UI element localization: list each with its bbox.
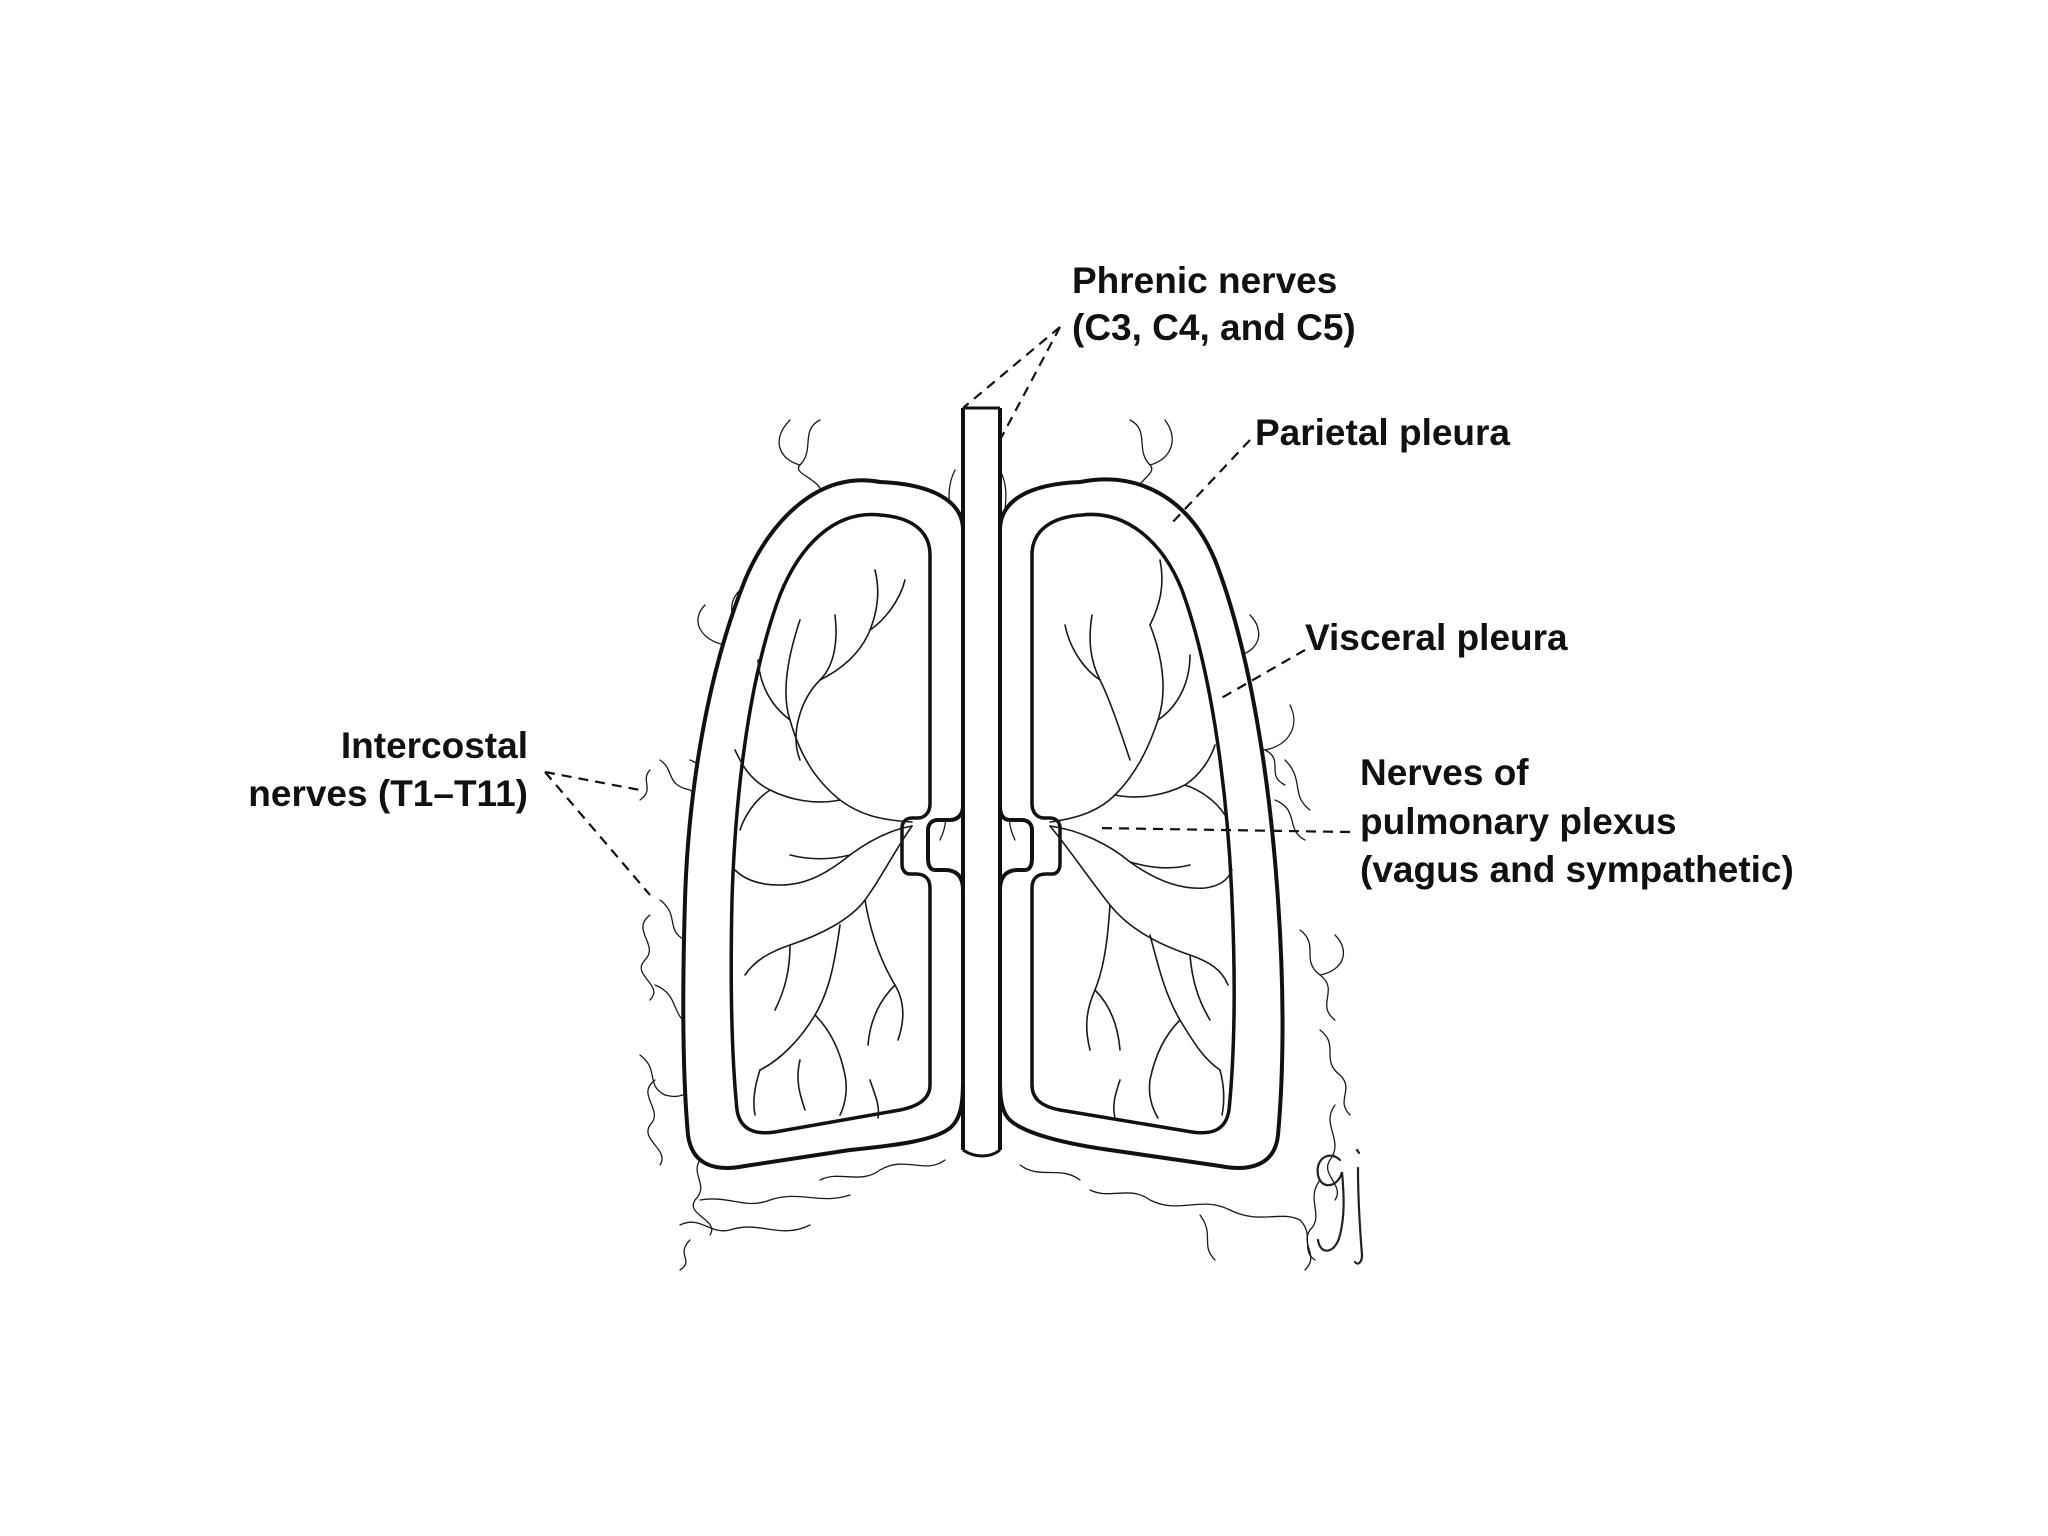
label-phrenic-line2: (C3, C4, and C5) [1072,307,1356,348]
label-phrenic-line1: Phrenic nerves [1072,260,1337,301]
label-intercostal-line2: nerves (T1–T11) [248,773,528,814]
left-visceral-pleura [729,512,932,1135]
label-intercostal-line1: Intercostal [341,725,528,766]
left-pulmonary-plexus [734,569,913,1119]
pulmonary-leader [1094,826,1351,834]
label-parietal-pleura: Parietal pleura [1255,412,1510,453]
leader-lines [544,326,1351,896]
intercostal-leader-2 [544,771,651,896]
phrenic-leader-2 [999,326,1061,441]
label-pulmonary-line3: (vagus and sympathetic) [1360,849,1794,890]
artist-signature [1316,1148,1364,1265]
right-pulmonary-plexus [1049,559,1233,1119]
label-pulmonary-line1: Nerves of [1360,752,1529,793]
label-visceral-pleura: Visceral pleura [1305,617,1568,658]
labels: Phrenic nerves (C3, C4, and C5) Parietal… [248,260,1794,890]
right-visceral-pleura [1030,512,1236,1135]
phrenic-leader-1 [962,326,1061,409]
parietal-leader [1169,439,1251,526]
phrenic-nerve-stem [961,406,1002,1158]
label-pulmonary-line2: pulmonary plexus [1360,801,1677,842]
